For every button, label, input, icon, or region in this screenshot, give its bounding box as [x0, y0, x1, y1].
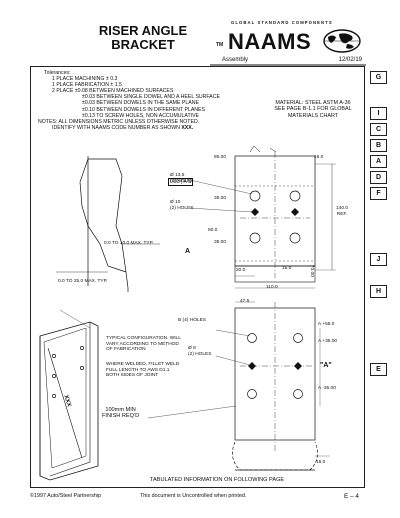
hole-13-label: Ø 13.5(4) HOLES	[170, 173, 193, 184]
header-rule	[210, 64, 366, 66]
weld-note: WHERE WELDED, FILLET WELD FULL LENGTH TO…	[106, 362, 179, 379]
date-label: 12/02/19	[338, 57, 362, 63]
tabulated-note: TABULATED INFORMATION ON FOLLOWING PAGE	[150, 477, 285, 483]
dim-110: 110.0	[266, 285, 278, 290]
hole-10-label: Ø 10(2) HOLES	[170, 200, 193, 211]
gap-note-25: 0.0 TO 25.0 MAX. TYP.	[58, 279, 108, 284]
dim-140-ref: REF.	[336, 211, 348, 217]
tab-g[interactable]: G	[370, 71, 387, 84]
hole-8-label: Ø 8(2) HOLES	[188, 346, 211, 357]
dim-a-minus-35: A -35.00	[318, 386, 336, 391]
notes-line: NOTES: ALL DIMENSIONS METRIC UNLESS OTHE…	[38, 118, 200, 125]
datum-a-ref: "A"	[320, 362, 332, 369]
finish-note-line: FINISH REQ'D	[102, 413, 140, 420]
title-line-1: RISER ANGLE	[98, 23, 188, 38]
weld-note-line: FULL LENGTH TO AWS D1.1	[106, 367, 170, 373]
tolerances-heading: Tolerances:	[44, 70, 71, 76]
dim-15: 15.0	[282, 266, 292, 271]
typical-config-note: TYPICAL CONFIGURATION. WILL VARY ACCORDI…	[106, 336, 181, 353]
page-number: E – 4	[344, 493, 359, 500]
holes-b-label: B (4) HOLES	[178, 318, 206, 323]
hole-10-size: Ø 10	[170, 200, 181, 205]
typical-note-line: OF FABRICATION	[106, 347, 146, 353]
tolerance-line: ±0.10 BETWEEN DOWELS IN DIFFERENT PLANES	[82, 106, 205, 113]
tolerances-block: Tolerances: 1 PLACE MACHINING ± 0.3 1 PL…	[38, 70, 220, 131]
dim-a-plus-35: A +35.00	[318, 339, 338, 344]
hole-10-count: (2) HOLES	[170, 205, 194, 211]
dim-16: 16.0	[314, 155, 324, 160]
tab-f[interactable]: F	[370, 187, 387, 200]
globe-icon	[323, 29, 361, 53]
title-line-2: BRACKET	[111, 37, 175, 52]
finish-note: 100mm MIN FINISH REQ'D	[102, 407, 139, 420]
brand-tagline: GLOBAL STANDARD COMPONENTS	[231, 20, 333, 25]
dim-a-plus-55: A +55.0	[318, 322, 335, 327]
tolerance-line: 2 PLACE ±0.08 BETWEEN MACHINED SURFACES	[52, 88, 174, 95]
material-note: MATERIAL: STEEL ASTM A-36 SEE PAGE B-1.1…	[265, 100, 361, 119]
weld-note-line: WHERE WELDED, FILLET WELD	[106, 362, 180, 367]
dim-47-5: 47.5	[240, 299, 250, 304]
naams-logo-text: NAAMS	[228, 29, 312, 54]
tab-b[interactable]: B	[370, 139, 387, 152]
fcf-value: 0.03	[170, 179, 180, 185]
material-line: SEE PAGE B-1.1 FOR GLOBAL	[274, 106, 352, 113]
typical-note-line: VARY ACCORDING TO METHOD	[106, 341, 179, 347]
datum-a-label: A	[185, 248, 191, 255]
gap-note-10: 0.0 TO 10.0 MAX. TYP.	[104, 241, 154, 246]
tab-j[interactable]: J	[370, 253, 387, 266]
header-subrow: Assembly 12/02/19	[222, 57, 362, 63]
trademark-mark: TM	[216, 42, 224, 48]
hole-13-count: (4) HOLES	[170, 178, 194, 184]
tolerance-line: ±0.03 BETWEEN DOWELS IN THE SAME PLANE	[82, 100, 199, 107]
category-label: Assembly	[222, 57, 249, 63]
page-title: RISER ANGLE BRACKET	[78, 24, 208, 52]
tab-i[interactable]: I	[370, 107, 387, 120]
side-view-profile	[88, 158, 129, 289]
material-line: MATERIAL: STEEL ASTM A-36	[275, 100, 351, 106]
dim-140-value: 140.0	[336, 206, 349, 211]
tab-a[interactable]: A	[370, 155, 387, 168]
uncontrolled-notice: This document is Uncontrolled when print…	[140, 493, 247, 499]
tab-d[interactable]: D	[370, 171, 387, 184]
dim-15-bottom: 15.0	[316, 460, 326, 465]
hole-13-size: Ø 13.5	[170, 173, 185, 178]
material-line: MATERIALS CHART	[287, 112, 339, 119]
dim-85: 85.00	[214, 155, 227, 160]
dim-70: 70.00	[308, 264, 314, 277]
drawing-frame	[30, 66, 365, 488]
hole-8-count: (2) HOLES	[188, 351, 212, 357]
tolerance-line: ±0.13 TO SCREW HOLES, NON ACCUMULATIVE	[82, 112, 199, 119]
feature-control-frame: 0.03 | A S	[168, 178, 194, 186]
typical-note-line: TYPICAL CONFIGURATION. WILL	[106, 336, 181, 341]
notes-line: IDENTIFY WITH NAAMS CODE NUMBER AS SHOWN	[52, 124, 180, 131]
tolerance-line: ±0.03 BETWEEN SINGLE DOWEL AND A HEEL SU…	[82, 94, 220, 101]
tab-c[interactable]: C	[370, 123, 387, 136]
dim-35-top: 35.00	[214, 196, 227, 201]
weld-note-line: BOTH SIDES OF JOINT	[106, 373, 159, 379]
technical-drawing	[39, 145, 336, 481]
tolerance-line: 1 PLACE MACHINING ± 0.3	[52, 76, 118, 83]
dim-35-bottom: 35.00	[214, 240, 227, 245]
copyright: ©1997 Auto/Steel Partnership	[30, 493, 102, 499]
naams-code-label: XXX.	[181, 124, 194, 131]
dim-50: 50.0	[208, 228, 218, 233]
finish-note-line: 100mm MIN	[105, 407, 136, 413]
hole-8-size: Ø 8	[188, 346, 196, 351]
dim-20: 20.0	[236, 268, 246, 273]
fcf-reference: A S	[183, 179, 192, 185]
tab-h[interactable]: H	[370, 285, 387, 298]
tab-e[interactable]: E	[370, 363, 387, 376]
tolerance-line: 1 PLACE FABRICATION ± 1.5	[52, 82, 122, 89]
